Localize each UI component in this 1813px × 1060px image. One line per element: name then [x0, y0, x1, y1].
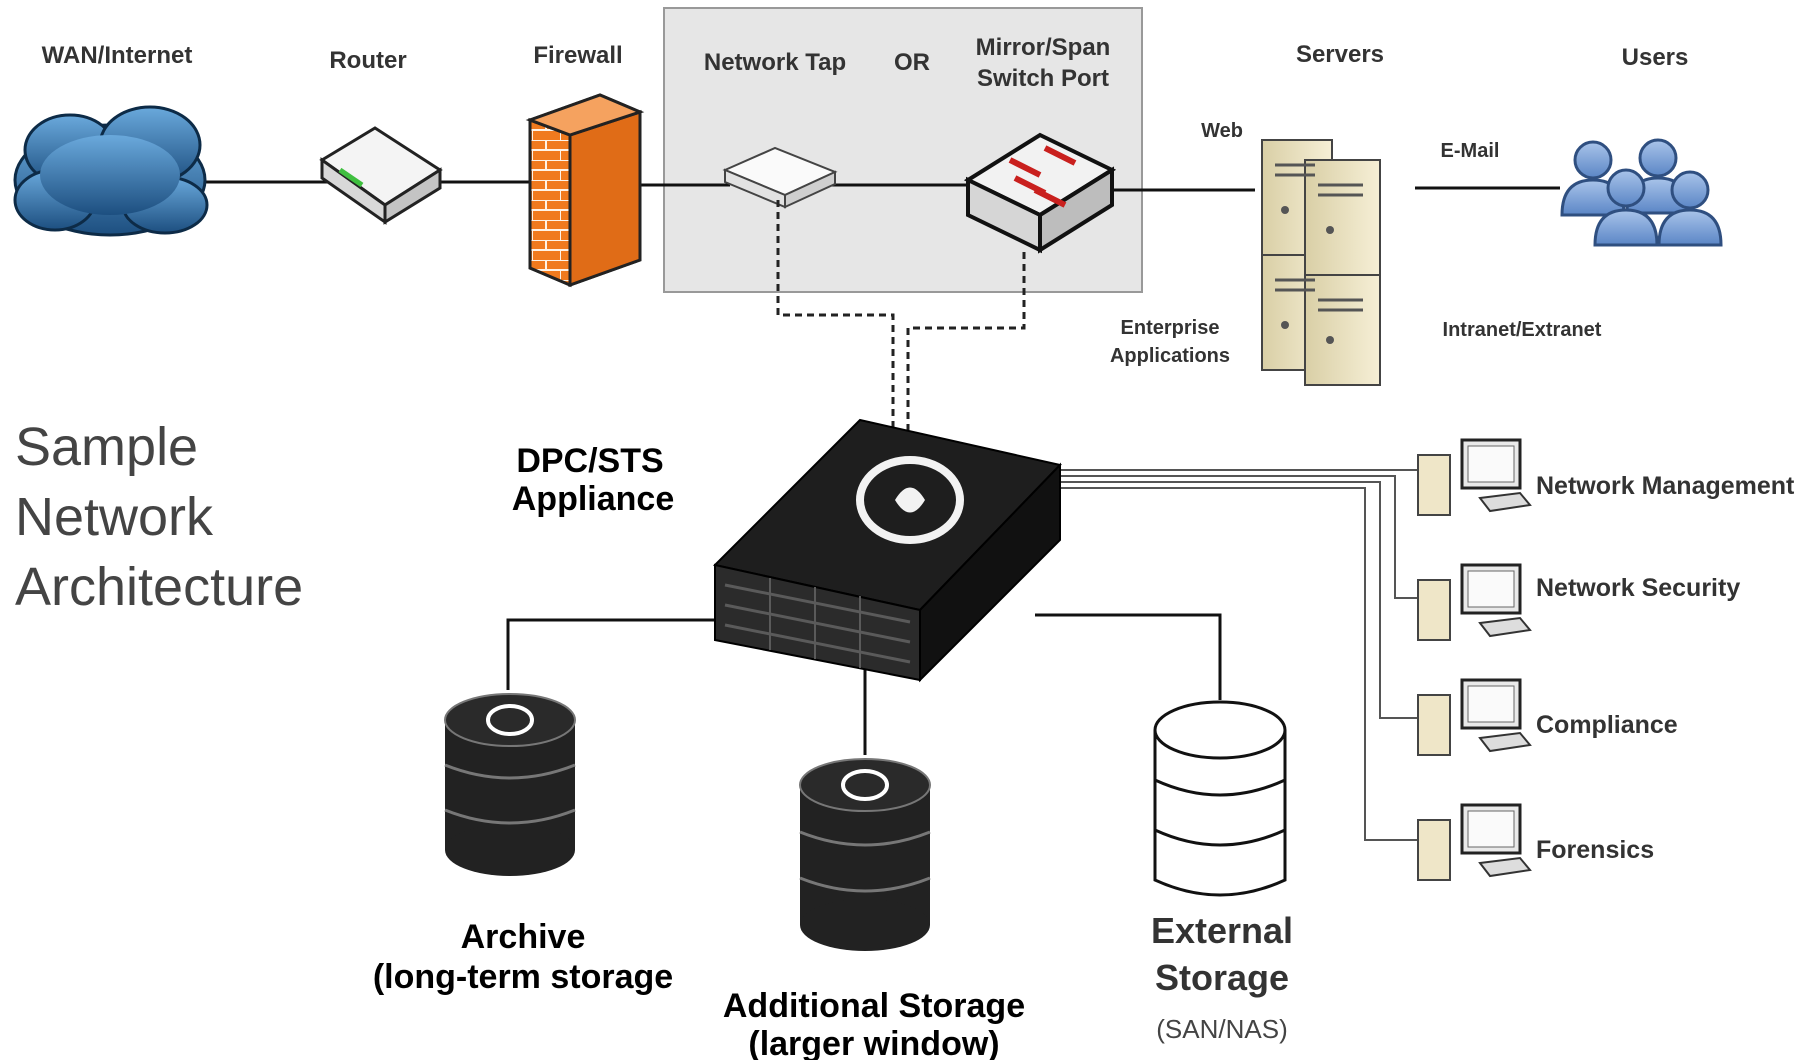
appliance-label-line1: DPC/STS	[516, 442, 663, 480]
appliance-icon	[713, 418, 1062, 683]
users-icon	[1560, 138, 1723, 247]
workstation-links	[1055, 469, 1420, 841]
intranet-label: Intranet/Extranet	[1443, 319, 1602, 341]
web-label: Web	[1201, 120, 1243, 142]
users-label: Users	[1622, 44, 1689, 71]
cloud-icon	[13, 105, 209, 237]
external-label-sub: (SAN/NAS)	[1156, 1014, 1287, 1044]
network-tap-icon	[722, 146, 838, 209]
additional-storage-icon	[799, 758, 931, 951]
workstation-icons	[1417, 438, 1532, 881]
firewall-label: Firewall	[533, 42, 622, 69]
servers-label: Servers	[1296, 41, 1384, 68]
workstation-icon	[1417, 438, 1532, 516]
ws-label-compliance: Compliance	[1536, 711, 1678, 739]
ws-label-network-management: Network Management	[1536, 472, 1795, 500]
archive-label-line1: Archive	[461, 918, 586, 956]
appliance-label-line2: Appliance	[512, 480, 674, 518]
mirror-label-line2: Switch Port	[977, 65, 1109, 92]
ws-label-network-security: Network Security	[1536, 574, 1740, 602]
workstation-icon	[1417, 678, 1532, 756]
additional-label-line2: (larger window)	[748, 1025, 999, 1060]
email-label: E-Mail	[1441, 140, 1500, 162]
external-storage-icon	[1153, 700, 1287, 897]
mirror-label-line1: Mirror/Span	[976, 34, 1111, 61]
archive-label-line2: (long-term storage	[373, 958, 673, 996]
additional-label-line1: Additional Storage	[723, 987, 1025, 1025]
or-label: OR	[894, 49, 930, 76]
router-icon	[319, 126, 443, 225]
ws-label-forensics: Forensics	[1536, 836, 1654, 864]
workstation-icon	[1417, 803, 1532, 881]
archive-storage-icon	[444, 693, 576, 876]
diagram-title-line3: Architecture	[15, 557, 303, 617]
workstation-icon	[1417, 563, 1532, 641]
network-tap-label: Network Tap	[704, 49, 846, 76]
diagram-title-line2: Network	[15, 487, 214, 547]
firewall-icon	[525, 93, 645, 288]
diagram-title-line1: Sample	[15, 417, 198, 477]
external-label-line1: External	[1151, 910, 1293, 951]
enterprise-label-line1: Enterprise	[1121, 317, 1220, 339]
main-link	[200, 180, 1560, 192]
router-label: Router	[329, 47, 406, 74]
servers-icon	[1261, 139, 1381, 386]
external-label-line2: Storage	[1155, 957, 1289, 998]
switch-icon	[963, 132, 1117, 254]
enterprise-label-line2: Applications	[1110, 345, 1230, 367]
mirror-links	[776, 200, 1026, 430]
wan-label: WAN/Internet	[42, 42, 193, 69]
